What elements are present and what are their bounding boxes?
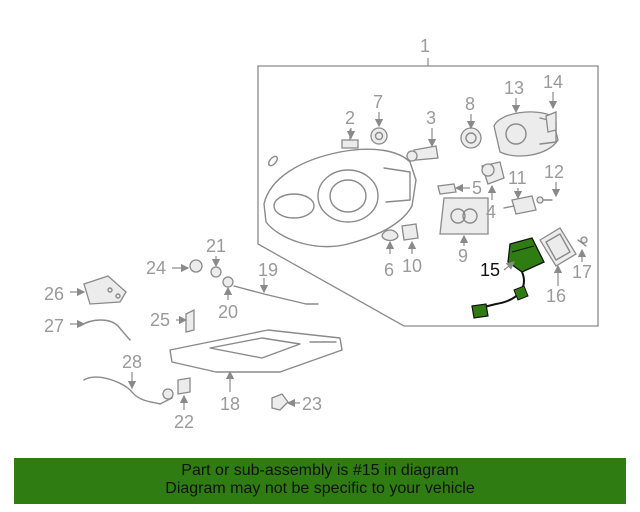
callout-16: 16 (546, 286, 566, 306)
bulb-socket-part-7 (370, 127, 388, 145)
callout-1: 1 (420, 36, 430, 56)
level-motor-part-13 (493, 111, 559, 157)
callout-21: 21 (206, 236, 226, 256)
gasket-part-9 (439, 197, 489, 235)
callout-28: 28 (122, 352, 142, 372)
screw-part-2 (341, 129, 359, 149)
banner-line-1: Part or sub-assembly is #15 in diagram (181, 462, 459, 479)
sensor-bracket-part-18 (169, 329, 343, 373)
callout-25: 25 (150, 310, 170, 330)
callout-14: 14 (543, 72, 563, 92)
callout-3: 3 (426, 108, 436, 128)
adjuster-part-11 (503, 195, 537, 215)
callout-20: 20 (218, 302, 238, 322)
callout-6: 6 (384, 260, 394, 280)
callout-2: 2 (345, 108, 355, 128)
callout-7: 7 (373, 92, 383, 112)
bulb-part-5 (437, 183, 457, 195)
cap-part-8 (460, 127, 482, 149)
callout-13: 13 (504, 78, 524, 98)
screw-part-12 (536, 196, 553, 204)
callout-24: 24 (146, 258, 166, 278)
clip-part-6 (381, 229, 399, 242)
callout-26: 26 (44, 284, 64, 304)
callout-15: 15 (480, 260, 500, 280)
callout-18: 18 (220, 394, 240, 414)
clip-part-21 (210, 266, 222, 278)
socket-part-4 (481, 161, 505, 185)
callout-10: 10 (402, 256, 422, 276)
callout-8: 8 (465, 94, 475, 114)
bulb-part-3 (406, 145, 439, 162)
info-banner: Part or sub-assembly is #15 in diagram D… (14, 458, 626, 504)
bracket-part-27 (79, 319, 131, 341)
callout-19: 19 (258, 260, 278, 280)
callout-9: 9 (458, 246, 468, 266)
callout-4: 4 (486, 202, 496, 222)
headlamp-housing (263, 148, 417, 248)
leader-lines (70, 92, 587, 410)
callout-17: 17 (572, 262, 592, 282)
assembly-outline (257, 65, 599, 327)
callout-27: 27 (44, 316, 64, 336)
callout-11: 11 (508, 168, 527, 188)
sensor-part-22 (177, 377, 191, 395)
callout-22: 22 (174, 412, 194, 432)
nut-part-23 (271, 393, 289, 411)
control-module-part-26 (83, 275, 127, 305)
igniter-part-16 (539, 227, 577, 267)
banner-line-2: Diagram may not be specific to your vehi… (165, 480, 475, 497)
clip-part-14 (545, 111, 557, 133)
rod-part-19 (233, 285, 319, 305)
screw-part-17 (577, 236, 588, 247)
callout-5: 5 (472, 178, 482, 198)
connector-part-10 (401, 223, 419, 241)
sensor-link-part-28 (83, 376, 174, 405)
bushing-part-24 (189, 259, 203, 273)
ballast-part-15 (471, 237, 545, 319)
clip-part-20 (222, 276, 234, 288)
callout-12: 12 (544, 162, 564, 182)
bracket-part-25 (185, 308, 195, 333)
callout-labels: 1 2 7 3 8 13 14 5 4 11 12 9 6 10 15 16 1… (44, 36, 592, 432)
callout-23: 23 (302, 394, 322, 414)
